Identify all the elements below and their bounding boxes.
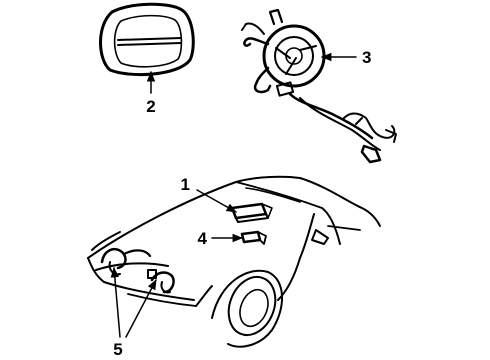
callout-3: 3 — [362, 48, 371, 67]
callout-1: 1 — [181, 175, 190, 194]
airbag-module — [99, 2, 195, 77]
vehicle-outline — [87, 175, 381, 348]
diagnostic-module — [230, 202, 273, 223]
leader-lines — [110, 52, 357, 338]
sensor-module — [240, 230, 267, 245]
callout-2: 2 — [146, 97, 155, 116]
leader-5b — [125, 279, 157, 338]
front-sensors-harness — [100, 248, 175, 294]
leader-5a — [110, 266, 121, 338]
leader-1 — [196, 189, 237, 213]
callout-4: 4 — [198, 229, 208, 248]
callout-5: 5 — [113, 340, 122, 359]
clockspring-assembly — [241, 8, 397, 164]
